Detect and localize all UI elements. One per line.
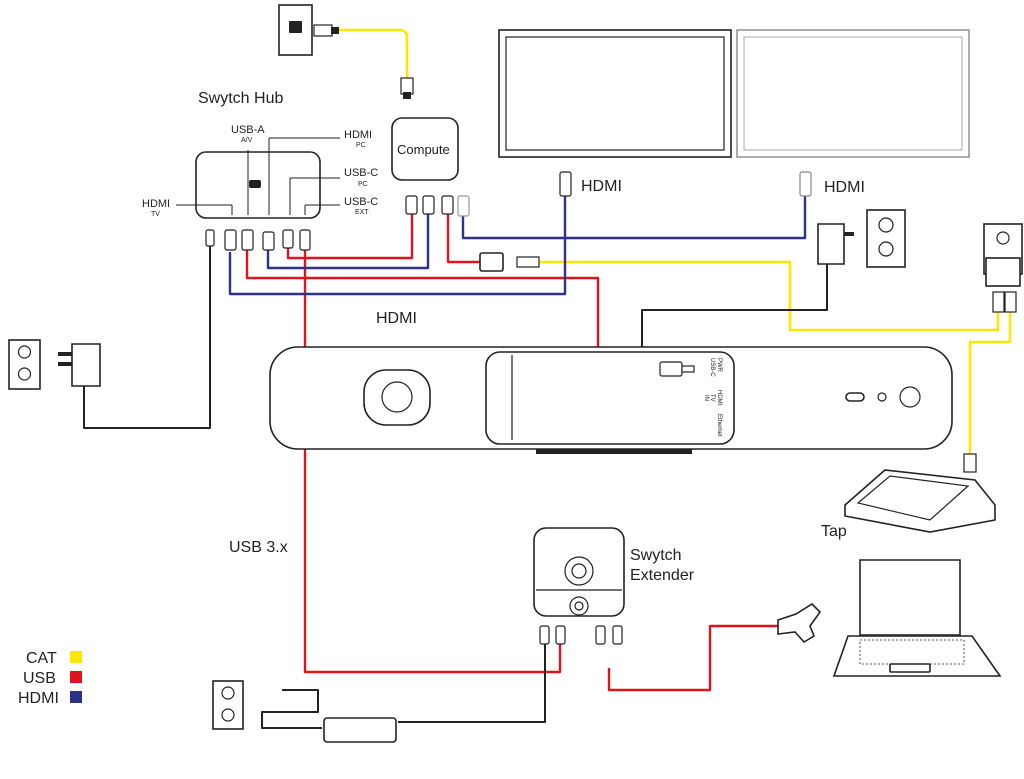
cat-cable-adapter-to-switch: [540, 260, 1000, 332]
hdmi-cable-compute-to-right-display: [461, 195, 807, 240]
power-cable-extender: [398, 644, 546, 723]
legend-hdmi-label: HDMI: [18, 690, 59, 707]
multiport-adapter: [777, 602, 822, 644]
compute-device: [391, 117, 459, 181]
legend-usb-label: USB: [23, 670, 56, 687]
hdmi-cable-hub-tv-to-left-display: [228, 196, 567, 296]
legend: CAT USB HDMI: [18, 650, 82, 707]
hub-port-hdmi-pc: HDMI: [344, 129, 372, 141]
laptop: [832, 559, 1002, 677]
power-outlet-right: [866, 209, 906, 268]
tap-controller: [844, 453, 996, 533]
usb-cable-hub-ext-to-extender: [303, 250, 562, 674]
bar-port-in: IN: [703, 395, 709, 401]
usb-cable-extender-to-laptop-adapter: [607, 624, 778, 692]
bar-port-pwr: PWR: [716, 358, 722, 373]
hub-port-usbc-ext-sub: EXT: [355, 209, 369, 216]
hdmi-cable-hub-to-compute: [266, 214, 430, 270]
extender-plugs: [539, 625, 623, 645]
bar-port-ethernet: Ethernet: [716, 414, 722, 437]
legend-cat-swatch: [70, 651, 82, 663]
compute-plugs: [405, 195, 470, 217]
hdmi-plug-right-display: [799, 171, 812, 197]
hub-port-usba-sub: A/V: [241, 137, 253, 144]
hub-port-hdmi-pc-sub: PC: [356, 142, 366, 149]
hub-port-usba: USB-A: [231, 124, 265, 136]
usb-cable-compute-to-adapter: [446, 214, 480, 264]
ethernet-plug-compute: [400, 77, 414, 99]
hdmi-plug-left-display: [559, 171, 572, 197]
display-left: [498, 29, 732, 158]
bar-plugs: [659, 361, 695, 377]
power-adapter-bar: [817, 223, 854, 265]
compute-label: Compute: [397, 142, 450, 157]
hub-plugs: [205, 229, 311, 251]
poe-switch-outlet: [983, 223, 1023, 287]
power-adapter-hub: [58, 343, 101, 387]
cat-plugs-right: [992, 291, 1017, 313]
tap-label: Tap: [821, 523, 847, 540]
hub-port-hdmi-tv-sub: TV: [151, 211, 160, 218]
power-brick-extender: [323, 717, 397, 743]
swytch-hub-title: Swytch Hub: [198, 90, 283, 107]
swytch-extender-label-1: Swytch: [630, 547, 682, 564]
hub-port-usbc-ext: USB-C: [344, 196, 378, 208]
power-outlet-bottom: [212, 680, 244, 730]
hub-port-usbc-pc-sub: PC: [358, 181, 368, 188]
hub-port-hdmi-tv: HDMI: [142, 198, 170, 210]
swytch-extender-device: [533, 527, 625, 617]
swytch-hub-device: [176, 137, 340, 219]
legend-usb-swatch: [70, 671, 82, 683]
legend-hdmi-swatch: [70, 691, 82, 703]
bar-port-tv: TV: [709, 394, 715, 402]
ethernet-plug-top: [313, 24, 339, 37]
hdmi-label-left-display: HDMI: [581, 178, 622, 195]
power-outlet-left: [8, 339, 41, 390]
cat-cable-switch-to-tap: [968, 312, 1012, 455]
swytch-extender-label-2: Extender: [630, 567, 695, 584]
hdmi-label-right-display: HDMI: [824, 179, 865, 196]
bar-port-labels: PWR USB-C HDMI TV IN Ethernet: [703, 358, 722, 437]
legend-cat-label: CAT: [26, 650, 57, 667]
usb-3x-label: USB 3.x: [229, 539, 288, 556]
usb-cable-hub-usbc-pc-to-compute: [286, 214, 414, 260]
hdmi-label-middle: HDMI: [376, 310, 417, 327]
hub-port-usbc-pc: USB-C: [344, 167, 378, 179]
ethernet-wall-jack: [278, 4, 313, 56]
power-cable-extender-wall: [261, 689, 322, 729]
bar-port-usbc: USB-C: [709, 358, 715, 377]
power-cable-hub: [83, 245, 211, 429]
bar-port-hdmi: HDMI: [716, 390, 722, 406]
cat-cable-wall-to-compute: [338, 28, 409, 78]
display-right: [736, 29, 970, 158]
usb-ethernet-adapter: [479, 252, 540, 272]
video-bar-device: [269, 346, 953, 454]
